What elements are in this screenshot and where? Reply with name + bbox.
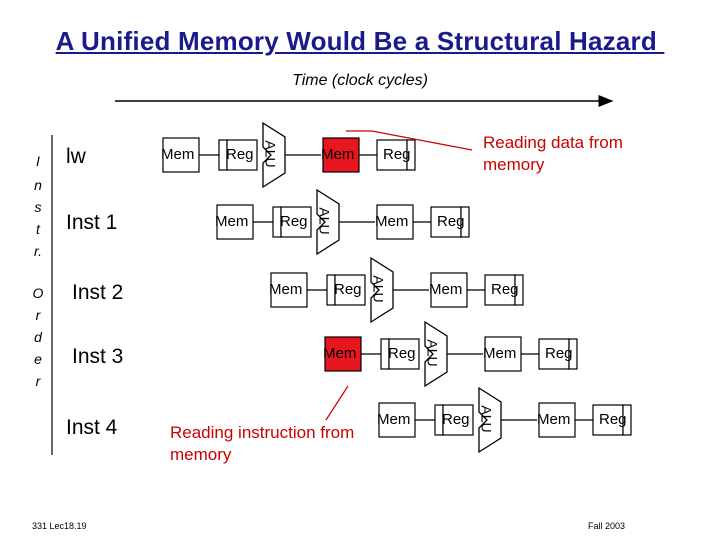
instruction-order-letter: I [36, 153, 40, 169]
instruction-order-letter: n [34, 177, 42, 193]
slide-title: A Unified Memory Would Be a Structural H… [55, 26, 665, 56]
register-writeback-block [484, 274, 516, 306]
instruction-order-letter: r. [33, 243, 43, 259]
data-memory-label: Mem [429, 281, 463, 298]
data-memory-label: Mem [537, 411, 571, 428]
data-memory-label: Mem [375, 213, 409, 230]
reading-instruction-pointer [325, 385, 349, 421]
instruction-label: lw [66, 145, 86, 168]
instruction-order-letter: r [35, 307, 41, 323]
instruction-label: Inst 3 [72, 345, 124, 368]
register-file-block [226, 139, 258, 171]
data-memory-block [322, 137, 360, 173]
instruction-memory-block [162, 137, 200, 173]
register-writeback-label: Reg [437, 213, 465, 230]
instruction-order-letter: e [34, 351, 42, 367]
register-read-label: Reg [226, 146, 254, 163]
alu-shape [478, 386, 502, 454]
reading-data-pointer [371, 130, 473, 151]
reading-instruction-annotation: Reading instruction from memory [170, 423, 355, 464]
register-writeback-label: Reg [383, 146, 411, 163]
instruction-memory-block [216, 204, 254, 240]
register-file-block [442, 404, 474, 436]
register-writeback-label: Reg [491, 281, 519, 298]
register-writeback-half [622, 404, 632, 436]
register-writeback-label: Reg [545, 345, 573, 362]
instruction-order-letter: d [34, 329, 42, 345]
instruction-order-letter: r [35, 373, 41, 389]
reading-data-annotation: Reading data from memory [483, 133, 623, 174]
alu-label: ALU [478, 405, 495, 433]
instruction-memory-label: Mem [215, 213, 249, 230]
data-memory-block [376, 204, 414, 240]
register-writeback-half [406, 139, 416, 171]
register-read-label: Reg [334, 281, 362, 298]
alu-shape [370, 256, 394, 324]
instruction-label: Inst 4 [66, 416, 118, 439]
register-read-label: Reg [442, 411, 470, 428]
register-file-block [334, 274, 366, 306]
register-writeback-half [514, 274, 524, 306]
instruction-memory-label: Mem [161, 146, 195, 163]
instruction-memory-block [270, 272, 308, 308]
instruction-order-letter: t [36, 221, 40, 237]
register-writeback-block [376, 139, 408, 171]
data-memory-label: Mem [483, 345, 517, 362]
register-writeback-block [430, 206, 462, 238]
data-memory-block [538, 402, 576, 438]
register-file-block [388, 338, 420, 370]
instruction-label: Inst 1 [66, 211, 118, 234]
alu-label: ALU [262, 140, 279, 168]
register-read-label: Reg [388, 345, 416, 362]
register-writeback-block [592, 404, 624, 436]
alu-label: ALU [316, 207, 333, 235]
register-writeback-half [568, 338, 578, 370]
register-file-block [280, 206, 312, 238]
instruction-label: Inst 2 [72, 281, 124, 304]
time-axis-label: Time (clock cycles) [292, 72, 428, 89]
instruction-memory-block [324, 336, 362, 372]
instruction-memory-label: Mem [377, 411, 411, 428]
alu-shape [262, 121, 286, 189]
register-writeback-label: Reg [599, 411, 627, 428]
instruction-memory-label: Mem [269, 281, 303, 298]
instruction-order-letter: O [32, 285, 44, 301]
register-read-label: Reg [280, 213, 308, 230]
footer-right: Fall 2003 [588, 521, 626, 531]
footer-left: 331 Lec18.19 [32, 521, 87, 531]
instruction-memory-label: Mem [323, 345, 357, 362]
instruction-order-letter: s [34, 199, 42, 215]
alu-shape [424, 320, 448, 388]
alu-label: ALU [424, 339, 441, 367]
alu-label: ALU [370, 275, 387, 303]
alu-shape [316, 188, 340, 256]
register-writeback-block [538, 338, 570, 370]
register-writeback-half [460, 206, 470, 238]
data-memory-label: Mem [321, 146, 355, 163]
